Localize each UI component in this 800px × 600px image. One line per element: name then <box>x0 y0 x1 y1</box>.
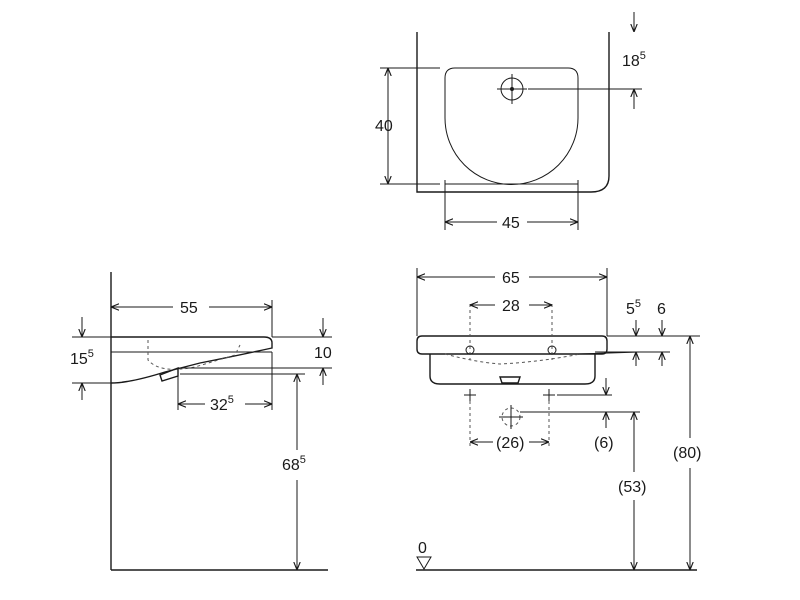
front-view: 65 28 55 6 (80) (6) (53) (26) 0 <box>416 268 701 571</box>
dim-label: (26) <box>496 435 524 452</box>
top-view: 185 40 45 <box>375 12 646 232</box>
bowl-inner-top <box>444 180 579 185</box>
dim-label: 6 <box>657 301 666 318</box>
dim-label: 685 <box>282 454 306 474</box>
floor-level-label: 0 <box>418 540 427 557</box>
basin-rim-front <box>416 335 608 355</box>
drain-fitting-front <box>499 376 521 384</box>
drain-outlet-symbol <box>499 405 523 429</box>
dim-label: 155 <box>70 348 94 368</box>
dim-label: 10 <box>314 345 332 362</box>
dim-label: 28 <box>502 298 520 315</box>
supply-valve-left <box>464 389 476 448</box>
dim-label: 325 <box>210 394 234 414</box>
basin-outline-top <box>416 32 610 193</box>
dim-label: 55 <box>180 300 198 317</box>
dim-label: 55 <box>626 298 641 318</box>
tap-hole-right <box>547 304 557 360</box>
dim-label: (53) <box>618 479 646 496</box>
dim-label: 65 <box>502 270 520 287</box>
dim-label: 185 <box>622 50 646 70</box>
bowl-hidden <box>147 340 241 370</box>
basin-body-front <box>429 354 596 385</box>
supply-valve-right <box>543 389 555 448</box>
tap-hole-left <box>465 304 475 360</box>
side-view: 55 155 10 325 685 <box>70 272 332 571</box>
dim-label: 40 <box>375 118 393 135</box>
basin-profile-side <box>110 336 273 384</box>
extension-line <box>577 351 641 355</box>
dim-label: 45 <box>502 215 520 232</box>
dim-label: (80) <box>673 445 701 462</box>
drain-symbol <box>497 74 527 104</box>
level-marker-icon <box>416 556 432 570</box>
bowl-outline-top <box>444 67 579 185</box>
bowl-hidden <box>444 353 581 365</box>
dim-label: (6) <box>594 435 614 452</box>
